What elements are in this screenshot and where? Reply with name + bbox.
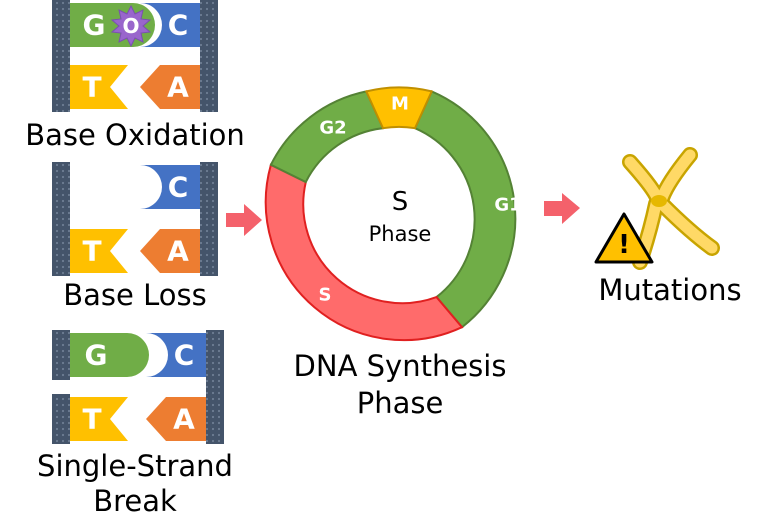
panel-base-loss: C T A <box>52 162 218 276</box>
caption-mutations: Mutations <box>598 273 742 307</box>
warning-icon: ! <box>594 212 654 264</box>
cytosine-base <box>140 165 200 209</box>
guanine-letter: G <box>85 339 108 372</box>
phase-m-segment <box>364 86 434 130</box>
thymine-base <box>70 397 128 441</box>
backbone-left <box>52 162 70 276</box>
cytosine-base <box>140 3 200 47</box>
cytosine-letter: C <box>174 339 195 372</box>
phase-g2-label: G2 <box>319 118 346 139</box>
warning-symbol: ! <box>618 230 630 260</box>
center-phase-subtitle: Phase <box>369 222 432 246</box>
caption-single-strand-line1: Single-Strand <box>37 449 233 483</box>
thymine-letter: T <box>82 71 101 104</box>
arrow-to-mutations <box>544 193 580 224</box>
backbone-left-upper <box>52 330 70 380</box>
cytosine-letter: C <box>168 9 189 42</box>
adenine-letter: A <box>167 235 189 268</box>
thymine-letter: T <box>82 403 101 436</box>
backbone-right <box>200 162 218 276</box>
thymine-base <box>70 229 128 273</box>
cell-cycle-ring: M G1 S G2 S Phase <box>264 86 522 342</box>
phase-m-label: M <box>391 94 409 115</box>
caption-base-oxidation: Base Oxidation <box>25 118 245 152</box>
thymine-base <box>70 65 128 109</box>
backbone-right <box>200 0 218 112</box>
phase-s-segment <box>264 163 464 342</box>
caption-base-loss: Base Loss <box>63 278 207 312</box>
backbone-right <box>206 330 224 444</box>
guanine-letter: G <box>83 9 106 42</box>
phase-g1-label: G1 <box>494 195 521 216</box>
adenine-letter: A <box>173 403 195 436</box>
caption-single-strand-line2: Break <box>93 484 177 518</box>
phase-g1-segment <box>413 90 517 329</box>
panel-base-oxidation: G C O T A <box>52 0 218 112</box>
oxidation-burst-icon <box>110 4 152 48</box>
arrow-to-cell-cycle <box>226 204 262 236</box>
phase-s-label: S <box>319 285 332 306</box>
backbone-left-lower <box>52 394 70 444</box>
panel-single-strand-break: G C T A <box>52 330 224 444</box>
thymine-letter: T <box>82 235 101 268</box>
oxidation-marker-letter: O <box>122 14 139 38</box>
adenine-letter: A <box>167 71 189 104</box>
cytosine-letter: C <box>168 171 189 204</box>
adenine-base <box>140 65 200 109</box>
caption-dna-synthesis-line2: Phase <box>356 386 444 420</box>
caption-dna-synthesis-line1: DNA Synthesis <box>293 349 507 383</box>
adenine-base <box>146 397 206 441</box>
cytosine-base <box>146 333 206 377</box>
adenine-base <box>140 229 200 273</box>
guanine-base <box>70 333 149 377</box>
backbone-left <box>52 0 70 112</box>
center-phase-title: S <box>392 187 409 217</box>
